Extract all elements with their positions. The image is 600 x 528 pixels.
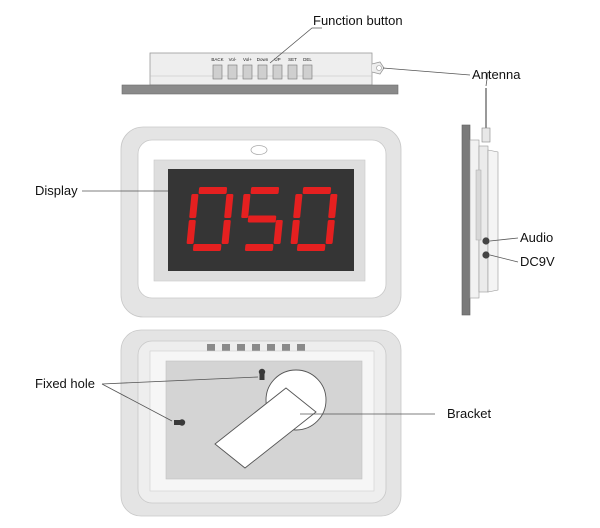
display-digit (241, 187, 283, 251)
function-button-vol-minus[interactable] (227, 64, 238, 80)
function-button-back[interactable] (212, 64, 223, 80)
display-segment (192, 244, 222, 251)
display-segment (273, 220, 283, 244)
button-label-vol-minus: Vol- (229, 57, 237, 62)
dc9v-jack[interactable] (482, 251, 490, 259)
side-view: Audio DC9V (461, 71, 555, 316)
display-segment (296, 244, 326, 251)
button-label-del: DEL (303, 57, 312, 62)
bracket[interactable] (214, 369, 327, 469)
button-label-vol-plus: Vol+ (243, 57, 252, 62)
display-segment (189, 194, 199, 218)
display-digit (186, 187, 234, 251)
back-view: Fixed hole Bracket (35, 329, 491, 517)
display-segment (241, 194, 251, 218)
callout-fixed-hole: Fixed hole (35, 376, 95, 391)
display-digits (186, 187, 338, 251)
display-segment (302, 187, 332, 194)
display-segment (247, 215, 277, 223)
front-top-hole (250, 145, 268, 155)
audio-jack[interactable] (482, 237, 490, 245)
display-segment (325, 220, 335, 244)
callout-bracket: Bracket (447, 406, 491, 421)
button-label-down: Down (257, 57, 269, 62)
function-button-up[interactable] (272, 64, 283, 80)
function-button-set[interactable] (287, 64, 298, 80)
function-button-down[interactable] (257, 64, 268, 80)
button-label-up: UP (274, 57, 280, 62)
display-segment (290, 220, 300, 244)
side-front-plate (461, 124, 471, 316)
display-segment (224, 194, 234, 218)
display-segment (186, 220, 196, 244)
display-segment (250, 187, 280, 194)
function-button-vol-plus[interactable] (242, 64, 253, 80)
display-segment (198, 187, 228, 194)
callout-function-button: Function button (313, 13, 403, 28)
button-label-set: SET (288, 57, 297, 62)
callout-audio: Audio (520, 230, 553, 245)
display-digit (290, 187, 338, 251)
top-view-base-plate (121, 84, 399, 95)
display-segment (328, 194, 338, 218)
bracket-arm (214, 387, 317, 469)
function-buttons: BACK Vol- Vol+ Down UP SET DEL (211, 57, 313, 80)
button-label-back: BACK (211, 57, 223, 62)
top-view: BACK Vol- Vol+ Down UP SET DEL Function … (121, 13, 521, 95)
callout-display: Display (35, 183, 78, 198)
antenna-base (481, 127, 491, 143)
display-segment (221, 220, 231, 244)
display-segment (244, 244, 274, 251)
callout-dc9v: DC9V (520, 254, 555, 269)
fixed-hole-top (258, 368, 266, 380)
front-view: Display (35, 126, 402, 318)
display-segment (293, 194, 303, 218)
fixed-hole-left (174, 419, 186, 426)
callout-antenna: Antenna (472, 67, 521, 82)
function-button-del[interactable] (302, 64, 313, 80)
